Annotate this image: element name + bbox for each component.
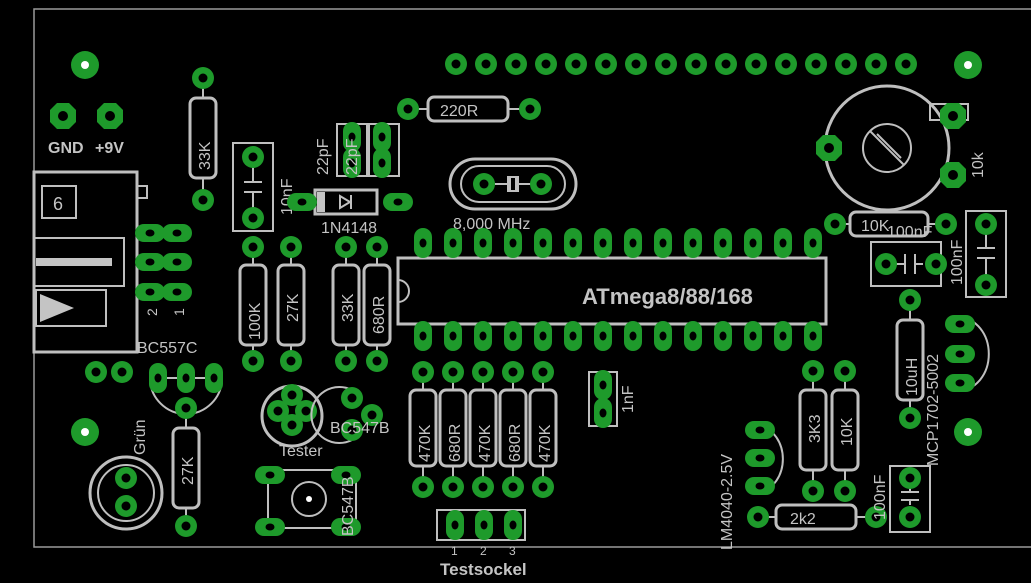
tp3-label: 3 xyxy=(509,544,516,558)
resistor-10k-b: 10K xyxy=(830,360,860,502)
test-socket: 1 2 3 Testsockel xyxy=(436,509,527,579)
resistor-33k-top: 33K xyxy=(188,67,218,211)
resistor-470k-2: 470K xyxy=(468,361,498,498)
crystal: 8,000 MHz xyxy=(448,157,578,233)
resistor-10k-top: 10K xyxy=(824,210,957,238)
jack-pin2-label: 2 xyxy=(144,308,160,316)
r33k-top-label: 33K xyxy=(197,141,214,170)
resistor-33k-b: 33K xyxy=(331,236,361,372)
bc557-label: BC557C xyxy=(137,340,197,357)
header-pin-row xyxy=(445,53,917,75)
battery-jack: 6 2 1 xyxy=(32,170,192,354)
c1nf-label: 1nF xyxy=(620,385,637,413)
potentiometer-10k: 10k xyxy=(816,84,987,212)
bc547-a-label: BC547B xyxy=(330,420,390,437)
c100nf-b-label: 100nF xyxy=(949,239,966,285)
diode-1n4148: 1N4148 xyxy=(287,188,413,237)
resistor-470k-1: 470K xyxy=(408,361,438,498)
r680-2-label: 680R xyxy=(507,424,524,462)
r470-3-label: 470K xyxy=(537,424,554,462)
mcu-label: ATmega8/88/168 xyxy=(582,284,753,309)
r680r-a-label: 680R xyxy=(371,296,388,334)
pot-label: 10k xyxy=(970,151,987,178)
capacitor-22pf-pair: 22pF 22pF xyxy=(315,122,400,178)
r27k-b-label: 27K xyxy=(180,456,197,485)
led-gruen: Grün xyxy=(88,419,164,531)
diode-label: 1N4148 xyxy=(321,220,377,237)
tp2-label: 2 xyxy=(480,544,487,558)
gruen-label: Grün xyxy=(132,419,149,455)
c100nf-a-label: 100nF xyxy=(887,224,933,241)
r10k-b-label: 10K xyxy=(839,417,856,446)
resistor-470k-3: 470K xyxy=(528,361,558,498)
push-button: BC547B xyxy=(255,466,361,536)
c100nf-c-label: 100nF xyxy=(872,474,889,520)
resistor-2k2: 2k2 xyxy=(747,503,887,531)
capacitor-100nf-b: 100nF xyxy=(949,210,1007,298)
resistor-220r: 220R xyxy=(397,95,541,123)
r680-1-label: 680R xyxy=(447,424,464,462)
reference-lm4040: LM4040-2.5V xyxy=(719,421,784,550)
l10uh-label: 10uH xyxy=(904,358,921,396)
regulator-mcp1702: MCP1702-5002 xyxy=(925,315,990,466)
resistor-680r-a: 680R xyxy=(362,236,392,372)
jack-label: 6 xyxy=(53,194,63,214)
atmega-mcu: ATmega8/88/168 xyxy=(396,228,828,351)
mcp-label: MCP1702-5002 xyxy=(925,354,942,466)
capacitor-10nf: 10nF xyxy=(232,142,296,232)
resistor-100k: 100K xyxy=(238,236,268,372)
resistor-680r-2: 680R xyxy=(498,361,528,498)
transistor-bc547b-a: BC547B xyxy=(310,386,390,444)
gnd-label: GND xyxy=(48,140,84,157)
r470-1-label: 470K xyxy=(417,424,434,462)
r470-2-label: 470K xyxy=(477,424,494,462)
tester-transistor: Tester xyxy=(260,384,324,460)
resistor-27k-b: 27K xyxy=(171,397,201,537)
r100k-label: 100K xyxy=(247,302,264,340)
capacitor-100nf-a: 100nF xyxy=(870,224,947,287)
bc547-b-label: BC547B xyxy=(340,476,357,536)
resistor-3k3: 3K3 xyxy=(798,360,828,502)
vcc-label: +9V xyxy=(95,140,124,157)
r220-label: 220R xyxy=(440,103,478,120)
tester-label: Tester xyxy=(279,443,323,460)
testsockel-label: Testsockel xyxy=(440,560,527,579)
lm4040-label: LM4040-2.5V xyxy=(719,454,736,550)
resistor-27k-a: 27K xyxy=(276,236,306,372)
r27k-a-label: 27K xyxy=(285,293,302,322)
tp1-label: 1 xyxy=(451,544,458,558)
c22pf-label: 22pF xyxy=(315,138,332,175)
power-connector: GND +9V xyxy=(48,103,124,157)
capacitor-1nf: 1nF xyxy=(588,370,637,428)
r10k-top-label: 10K xyxy=(861,218,890,235)
inductor-10uh: 10uH xyxy=(895,289,925,429)
c22pf-b-label: 22pF xyxy=(344,138,361,175)
mounting-holes xyxy=(71,51,982,446)
jack-pin1-label: 1 xyxy=(171,308,187,316)
resistor-680r-1: 680R xyxy=(438,361,468,498)
r33k-b-label: 33K xyxy=(340,293,357,322)
capacitor-100nf-c: 100nF xyxy=(872,465,931,533)
resistor-array: 470K 680R 470K 680R 470K xyxy=(408,361,558,498)
r2k2-label: 2k2 xyxy=(790,511,816,528)
r3k3-label: 3K3 xyxy=(807,414,824,443)
